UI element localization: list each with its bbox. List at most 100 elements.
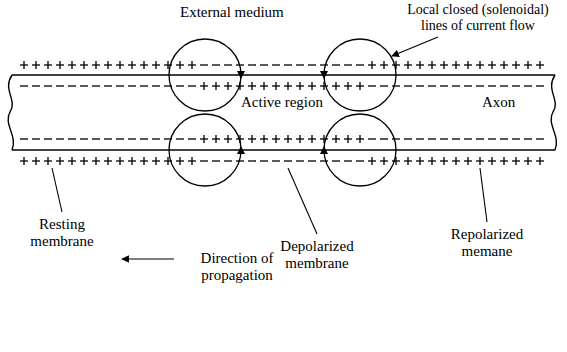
minus-sign — [404, 138, 412, 139]
text-label: Depolarized membrane — [262, 238, 372, 272]
minus-sign — [20, 138, 28, 139]
plus-sign — [20, 61, 28, 69]
minus-sign — [440, 85, 448, 86]
sign-stroke — [368, 138, 376, 139]
sign-stroke — [344, 64, 352, 65]
minus-sign — [260, 64, 268, 65]
plus-sign — [368, 157, 376, 165]
plus-sign — [356, 135, 364, 143]
minus-sign — [200, 160, 208, 161]
current-loop — [169, 114, 241, 186]
plus-sign — [92, 157, 100, 165]
minus-sign — [92, 138, 100, 139]
sign-stroke — [476, 138, 484, 139]
minus-sign — [476, 138, 484, 139]
minus-sign — [392, 138, 400, 139]
sign-stroke — [131, 61, 132, 69]
minus-sign — [440, 138, 448, 139]
plus-sign — [44, 61, 52, 69]
minus-sign — [356, 160, 364, 161]
minus-sign — [500, 138, 508, 139]
sign-stroke — [491, 61, 492, 69]
sign-stroke — [20, 138, 28, 139]
plus-sign — [308, 82, 316, 90]
sign-stroke — [215, 82, 216, 90]
sign-stroke — [248, 160, 256, 161]
plus-sign — [152, 157, 160, 165]
plus-sign — [140, 157, 148, 165]
minus-sign — [188, 138, 196, 139]
sign-stroke — [68, 85, 76, 86]
sign-stroke — [119, 157, 120, 165]
sign-stroke — [299, 135, 300, 143]
sign-stroke — [419, 157, 420, 165]
sign-stroke — [464, 138, 472, 139]
sign-stroke — [311, 82, 312, 90]
sign-stroke — [83, 157, 84, 165]
sign-stroke — [20, 85, 28, 86]
sign-stroke — [80, 138, 88, 139]
minus-sign — [356, 64, 364, 65]
plus-sign — [536, 61, 544, 69]
minus-sign — [32, 85, 40, 86]
minus-sign — [80, 138, 88, 139]
leader-line — [392, 37, 438, 56]
plus-sign — [56, 157, 64, 165]
plus-sign — [32, 157, 40, 165]
sign-stroke — [143, 61, 144, 69]
sign-stroke — [452, 138, 460, 139]
minus-sign — [536, 85, 544, 86]
minus-sign — [380, 138, 388, 139]
sign-stroke — [116, 85, 124, 86]
leader-lines — [52, 37, 487, 259]
plus-sign — [404, 61, 412, 69]
sign-stroke — [539, 157, 540, 165]
plus-sign — [212, 82, 220, 90]
cut-end — [8, 75, 13, 150]
plus-sign — [296, 82, 304, 90]
leader-line — [52, 168, 62, 212]
minus-sign — [500, 85, 508, 86]
plus-sign — [488, 157, 496, 165]
plus-sign — [536, 157, 544, 165]
sign-stroke — [191, 61, 192, 69]
sign-stroke — [47, 61, 48, 69]
sign-stroke — [212, 64, 220, 65]
sign-stroke — [416, 138, 424, 139]
sign-stroke — [320, 160, 328, 161]
sign-stroke — [275, 135, 276, 143]
cut-end — [551, 75, 556, 150]
minus-sign — [248, 160, 256, 161]
minus-sign — [524, 138, 532, 139]
minus-sign — [464, 85, 472, 86]
minus-sign — [380, 85, 388, 86]
plus-sign — [116, 157, 124, 165]
sign-stroke — [224, 160, 232, 161]
minus-sign — [416, 138, 424, 139]
sign-stroke — [371, 61, 372, 69]
sign-stroke — [179, 157, 180, 165]
sign-stroke — [272, 160, 280, 161]
sign-stroke — [44, 85, 52, 86]
sign-stroke — [359, 135, 360, 143]
minus-sign — [104, 85, 112, 86]
plus-sign — [32, 61, 40, 69]
plus-sign — [272, 82, 280, 90]
plus-sign — [380, 157, 388, 165]
sign-stroke — [227, 135, 228, 143]
current-loop — [324, 114, 396, 186]
plus-sign — [20, 157, 28, 165]
sign-stroke — [503, 157, 504, 165]
plus-sign — [80, 157, 88, 165]
minus-sign — [452, 138, 460, 139]
plus-sign — [80, 61, 88, 69]
plus-sign — [464, 61, 472, 69]
plus-sign — [416, 157, 424, 165]
plus-sign — [428, 157, 436, 165]
membrane-line — [12, 74, 555, 75]
minus-sign — [20, 85, 28, 86]
minus-sign — [116, 85, 124, 86]
sign-stroke — [104, 85, 112, 86]
charge-signs — [20, 61, 544, 165]
